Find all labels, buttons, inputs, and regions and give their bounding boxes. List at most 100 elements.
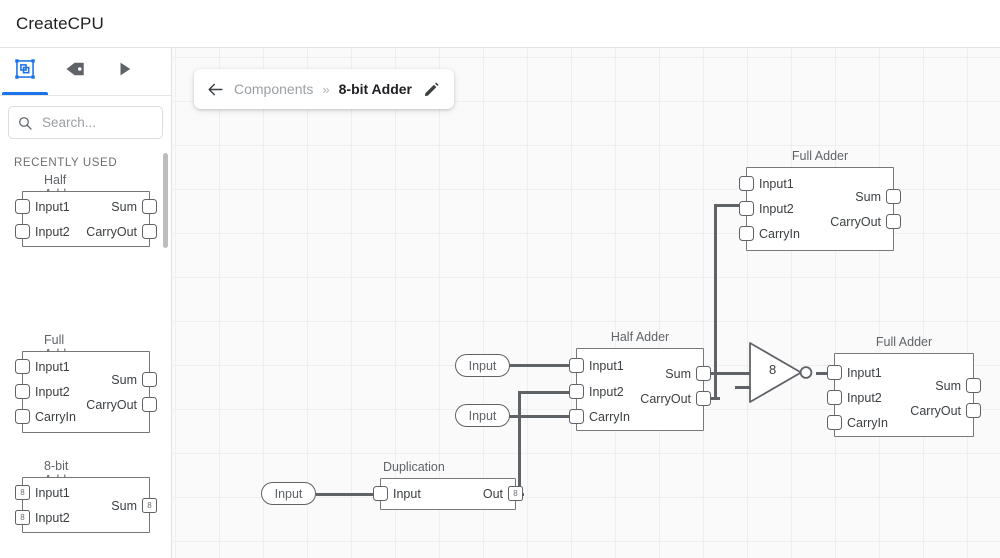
not-gate-label: 8 (769, 362, 777, 377)
components-tab[interactable] (0, 48, 50, 95)
wire-input1-to-halfadder-input1 (508, 364, 576, 367)
breadcrumb-parent[interactable]: Components (234, 81, 314, 97)
pin-input2[interactable] (827, 390, 842, 405)
pin-input2[interactable] (15, 224, 30, 239)
pin-sum[interactable] (142, 372, 157, 387)
pin-input[interactable] (373, 486, 388, 501)
pin-sum[interactable]: 8 (142, 498, 157, 513)
pin-label: Sum (855, 190, 881, 204)
tag-tab[interactable] (50, 48, 100, 95)
pin-sum[interactable] (886, 189, 901, 204)
arrow-left-icon[interactable] (206, 80, 225, 99)
pin-label: CarryIn (847, 416, 888, 430)
pin-label: Sum (111, 373, 137, 387)
component-icon (14, 58, 36, 85)
schematic-canvas[interactable]: Components » 8-bit Adder (172, 48, 1000, 558)
pin-label: CarryOut (640, 392, 691, 406)
wire-duplication-out-v (518, 391, 521, 495)
wire-input2-to-halfadder-carryin (508, 415, 576, 418)
pin-input2[interactable] (739, 201, 754, 216)
tag-icon (64, 58, 86, 85)
search-container (0, 96, 171, 145)
pin-input2[interactable] (15, 384, 30, 399)
pin-carryout[interactable] (886, 214, 901, 229)
sidebar-scrollbar[interactable] (163, 153, 168, 248)
pin-carryout[interactable] (142, 224, 157, 239)
palette-component-box: Input1 Input2 CarryIn Sum CarryOut (15, 351, 157, 433)
pin-sum[interactable] (696, 366, 711, 381)
play-icon (116, 60, 134, 83)
pin-carryin[interactable] (15, 409, 30, 424)
pin-label: Sum (665, 367, 691, 381)
pin-input1[interactable]: 8 (15, 485, 30, 500)
pin-input1[interactable] (15, 199, 30, 214)
sidebar: RECENTLY USED Half Adder Input1 Input2 S… (0, 48, 172, 558)
pin-input2[interactable]: 8 (15, 510, 30, 525)
pin-carryin[interactable] (569, 409, 584, 424)
pin-label: Input (393, 487, 421, 501)
pin-label: Input2 (35, 225, 70, 239)
pin-input1[interactable] (15, 359, 30, 374)
wire-halfadder-sum-to-notgate (702, 372, 750, 375)
node-full-adder-right[interactable]: Full Adder Input1 Input2 CarryIn Sum Car… (827, 335, 981, 437)
pin-carryout[interactable] (696, 391, 711, 406)
search-icon (17, 115, 33, 131)
pin-input2[interactable] (569, 384, 584, 399)
wire-notgate-to-fulladder-input1 (816, 372, 836, 375)
pin-input1[interactable] (739, 176, 754, 191)
wire-input3-to-duplication-input (316, 493, 386, 496)
pin-label: Input2 (589, 385, 624, 399)
run-tab[interactable] (100, 48, 150, 95)
pin-label: Input1 (35, 200, 70, 214)
wire-carryout-riser (714, 204, 717, 400)
node-title: Half Adder (610, 330, 670, 344)
pin-sum[interactable] (142, 199, 157, 214)
palette-component-box: Input1 Input2 Sum CarryOut (15, 191, 157, 247)
pin-label: CarryOut (86, 225, 137, 239)
pin-carryout[interactable] (966, 403, 981, 418)
pin-label: Input2 (847, 391, 882, 405)
pin-label: CarryIn (759, 227, 800, 241)
input-pill-3[interactable]: Input (261, 482, 316, 505)
node-half-adder-center[interactable]: Half Adder Input1 Input2 CarryIn Sum Car… (569, 330, 711, 431)
title-bar: CreateCPU (0, 0, 1000, 48)
pin-label: Input2 (35, 511, 70, 525)
pin-label: CarryOut (86, 398, 137, 412)
pin-input1[interactable] (569, 358, 584, 373)
app-title: CreateCPU (16, 13, 104, 33)
pin-label: CarryIn (35, 410, 76, 424)
breadcrumb-current: 8-bit Adder (338, 81, 412, 97)
not-gate[interactable]: 8 (747, 340, 817, 406)
search-input[interactable] (40, 114, 154, 131)
pin-label: Sum (111, 499, 137, 513)
pencil-icon[interactable] (423, 81, 440, 98)
pin-label: Input1 (847, 366, 882, 380)
pin-input1[interactable] (827, 365, 842, 380)
pin-label: Input2 (35, 385, 70, 399)
pin-carryin[interactable] (827, 415, 842, 430)
section-label-recently-used: RECENTLY USED (14, 157, 118, 169)
pin-sum[interactable] (966, 378, 981, 393)
pin-carryin[interactable] (739, 226, 754, 241)
node-full-adder-top[interactable]: Full Adder Input1 Input2 CarryIn Sum Car… (739, 149, 901, 251)
pin-label: CarryIn (589, 410, 630, 424)
pin-label: Input1 (759, 177, 794, 191)
pin-label: Out (482, 487, 503, 501)
pin-label: CarryOut (910, 404, 961, 418)
palette-component-box: 8 Input1 8 Input2 8 Sum (15, 477, 157, 533)
node-duplication[interactable]: Duplication Input 8 Out (373, 460, 523, 510)
breadcrumb: Components » 8-bit Adder (194, 69, 454, 109)
pin-label: Input1 (35, 360, 70, 374)
input-pill-1[interactable]: Input (455, 354, 510, 377)
pin-out[interactable]: 8 (508, 486, 523, 501)
input-pill-2[interactable]: Input (455, 404, 510, 427)
sidebar-tabbar (0, 48, 171, 96)
search-box[interactable] (8, 106, 163, 139)
wire-carryout-to-fulladder-input2 (714, 204, 746, 207)
active-tab-indicator (2, 92, 48, 95)
pin-label: Input2 (759, 202, 794, 216)
pin-label: Input1 (589, 359, 624, 373)
pin-label: CarryOut (830, 215, 881, 229)
pin-carryout[interactable] (142, 397, 157, 412)
